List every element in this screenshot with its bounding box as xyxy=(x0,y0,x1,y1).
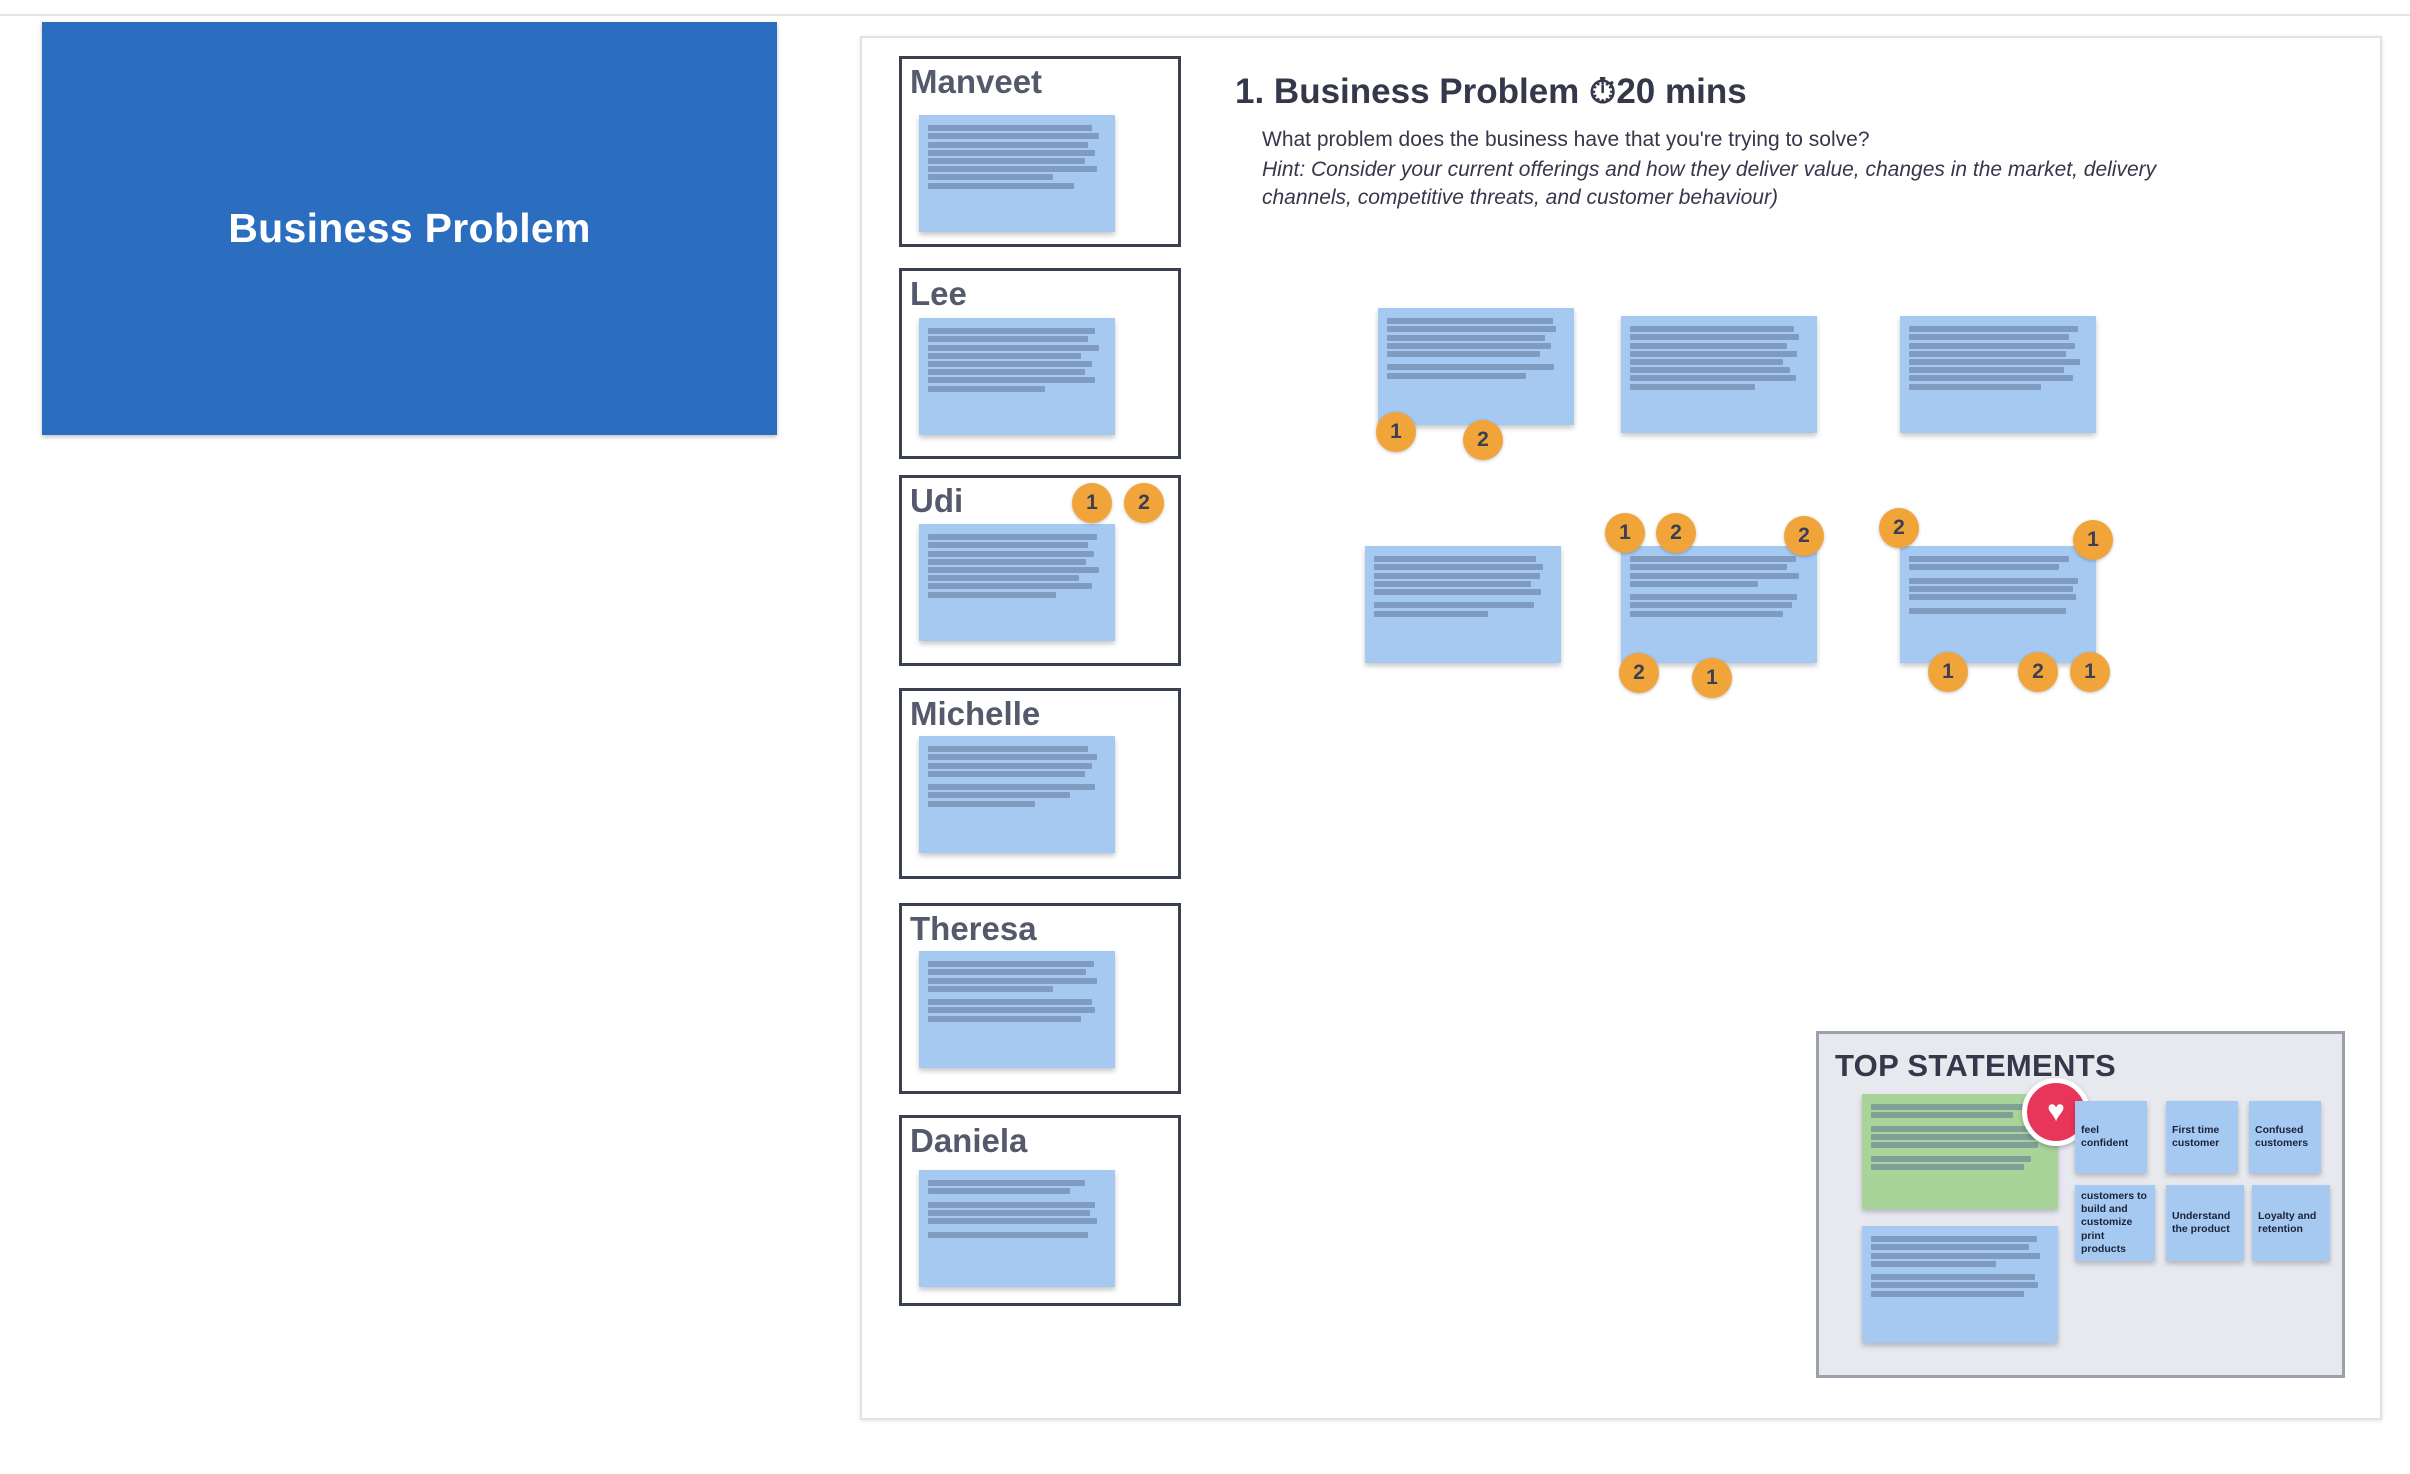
vote-dot[interactable]: 1 xyxy=(2070,652,2110,692)
sticky-note-theresa[interactable] xyxy=(919,951,1115,1068)
vote-dot[interactable]: 1 xyxy=(1605,513,1645,553)
participant-name: Lee xyxy=(910,275,967,312)
cluster-sticky-a[interactable] xyxy=(1378,308,1574,425)
top-statements-title: TOP STATEMENTS xyxy=(1835,1048,2116,1083)
sticky-note-udi[interactable] xyxy=(919,524,1115,641)
tag-sticky[interactable]: Understand the product xyxy=(2166,1185,2244,1261)
cluster-sticky-f[interactable] xyxy=(1900,546,2096,663)
participant-name: Michelle xyxy=(910,695,1041,732)
business-problem-title-card[interactable]: Business Problem xyxy=(42,22,777,435)
vote-dot[interactable]: 2 xyxy=(2018,652,2058,692)
vote-dot[interactable]: 1 xyxy=(1692,658,1732,698)
tag-sticky[interactable]: Confused customers xyxy=(2249,1101,2321,1173)
sticky-note-manveet[interactable] xyxy=(919,115,1115,232)
vote-dot[interactable]: 2 xyxy=(1784,516,1824,556)
title-card-text: Business Problem xyxy=(228,205,591,251)
tag-sticky[interactable]: customers to build and customize print p… xyxy=(2075,1185,2155,1261)
section-heading: 1. Business Problem ⏱20 mins xyxy=(1235,72,1747,111)
vote-dot[interactable]: 2 xyxy=(1879,508,1919,548)
vote-dot[interactable]: 1 xyxy=(1376,412,1416,452)
section-question: What problem does the business have that… xyxy=(1262,128,1870,151)
top-divider xyxy=(0,14,2410,16)
sticky-note-michelle[interactable] xyxy=(919,736,1115,853)
vote-dot[interactable]: 2 xyxy=(1656,513,1696,553)
participant-name: Udi xyxy=(910,482,964,519)
tag-sticky[interactable]: First time customer xyxy=(2166,1101,2238,1173)
tag-sticky[interactable]: feel confident xyxy=(2075,1101,2147,1173)
vote-dot[interactable]: 1 xyxy=(1928,652,1968,692)
vote-dot[interactable]: 1 xyxy=(1072,483,1112,523)
vote-dot[interactable]: 1 xyxy=(2073,520,2113,560)
section-hint: Hint: Consider your current offerings an… xyxy=(1262,158,2157,209)
vote-dot[interactable]: 2 xyxy=(1463,420,1503,460)
cluster-sticky-c[interactable] xyxy=(1900,316,2096,433)
participant-name: Daniela xyxy=(910,1122,1028,1159)
cluster-sticky-d[interactable] xyxy=(1365,546,1561,663)
sticky-note-daniela[interactable] xyxy=(919,1170,1115,1287)
sticky-note-lee[interactable] xyxy=(919,318,1115,435)
cluster-sticky-b[interactable] xyxy=(1621,316,1817,433)
participant-name: Theresa xyxy=(910,910,1037,947)
top-statement-sticky-blue[interactable] xyxy=(1862,1226,2058,1343)
cluster-sticky-e[interactable] xyxy=(1621,546,1817,663)
participant-name: Manveet xyxy=(910,63,1043,100)
top-statement-sticky-green[interactable] xyxy=(1862,1094,2058,1209)
vote-dot[interactable]: 2 xyxy=(1124,483,1164,523)
tag-sticky[interactable]: Loyalty and retention xyxy=(2252,1185,2330,1261)
vote-dot[interactable]: 2 xyxy=(1619,653,1659,693)
